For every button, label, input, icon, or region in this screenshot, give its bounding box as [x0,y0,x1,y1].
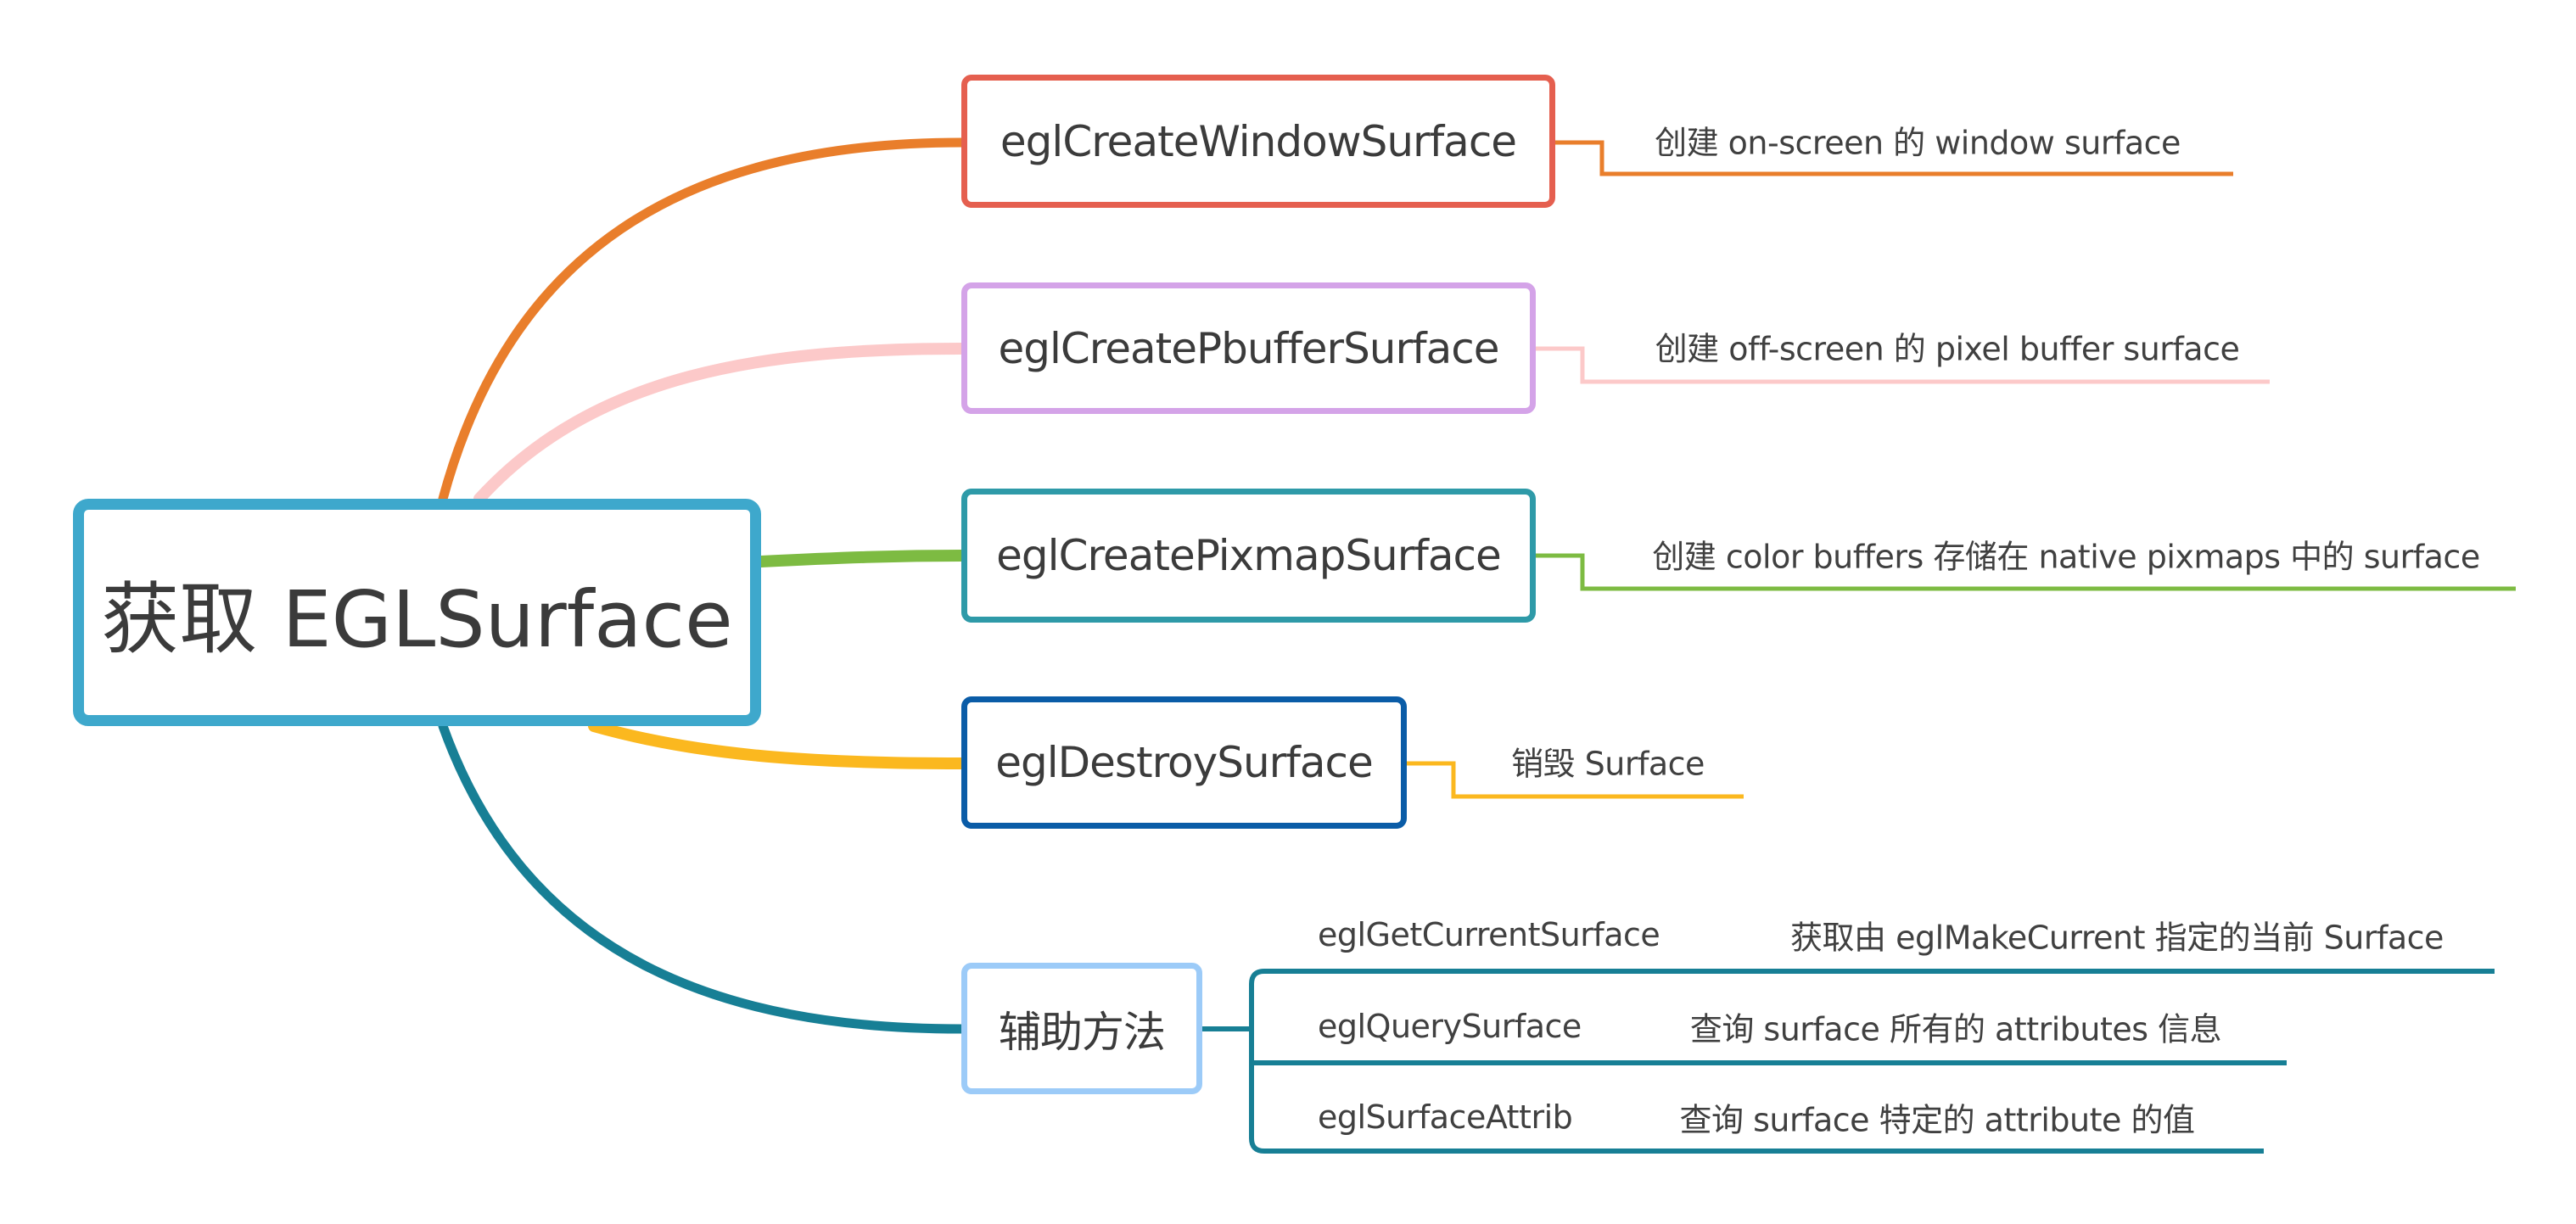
helper-description-get-current[interactable]: 获取由 eglMakeCurrent 指定的当前 Surface [1790,919,2444,957]
description-line-1 [1555,140,2233,176]
branch-connector-2 [473,343,967,505]
description-destroy-surface[interactable]: 销毁 Surface [1511,745,1705,783]
branch-label: eglCreatePixmapSurface [996,531,1502,580]
branch-node-egl-destroy-surface[interactable]: eglDestroySurface [961,696,1407,829]
helper-description-attrib[interactable]: 查询 surface 特定的 attribute 的值 [1679,1101,2195,1139]
helper-description-query[interactable]: 查询 surface 所有的 attributes 信息 [1689,1010,2222,1048]
description-line-2 [1536,346,2270,384]
branch-node-egl-create-window-surface[interactable]: eglCreateWindowSurface [961,75,1555,208]
helper-item-egl-get-current-surface[interactable]: eglGetCurrentSurface [1318,916,1660,953]
root-label: 获取 EGLSurface [101,573,733,665]
description-line-3 [1536,553,2516,591]
branch-connector-5 [438,721,966,1034]
branch-connector-3 [755,550,967,567]
branch-connector-1 [438,137,966,504]
helper-item-egl-surface-attrib[interactable]: eglSurfaceAttrib [1318,1098,1573,1136]
description-line-4 [1407,761,1744,799]
branch-label: eglCreatePbufferSurface [998,323,1499,373]
helper-item-egl-query-surface[interactable]: eglQuerySurface [1318,1008,1582,1045]
description-pixmap-surface[interactable]: 创建 color buffers 存储在 native pixmaps 中的 s… [1652,538,2480,576]
branch-label: 辅助方法 [999,1007,1166,1057]
branch-node-egl-create-pixmap-surface[interactable]: eglCreatePixmapSurface [961,489,1536,623]
branch-label: eglDestroySurface [995,738,1373,787]
branch-label: eglCreateWindowSurface [1000,116,1517,166]
branch-node-helper-methods[interactable]: 辅助方法 [961,963,1202,1094]
description-pbuffer-surface[interactable]: 创建 off-screen 的 pixel buffer surface [1655,330,2240,368]
root-node[interactable]: 获取 EGLSurface [73,499,761,726]
branch-node-egl-create-pbuffer-surface[interactable]: eglCreatePbufferSurface [961,282,1536,414]
branch-connector-4 [588,720,967,769]
description-window-surface[interactable]: 创建 on-screen 的 window surface [1655,124,2181,162]
